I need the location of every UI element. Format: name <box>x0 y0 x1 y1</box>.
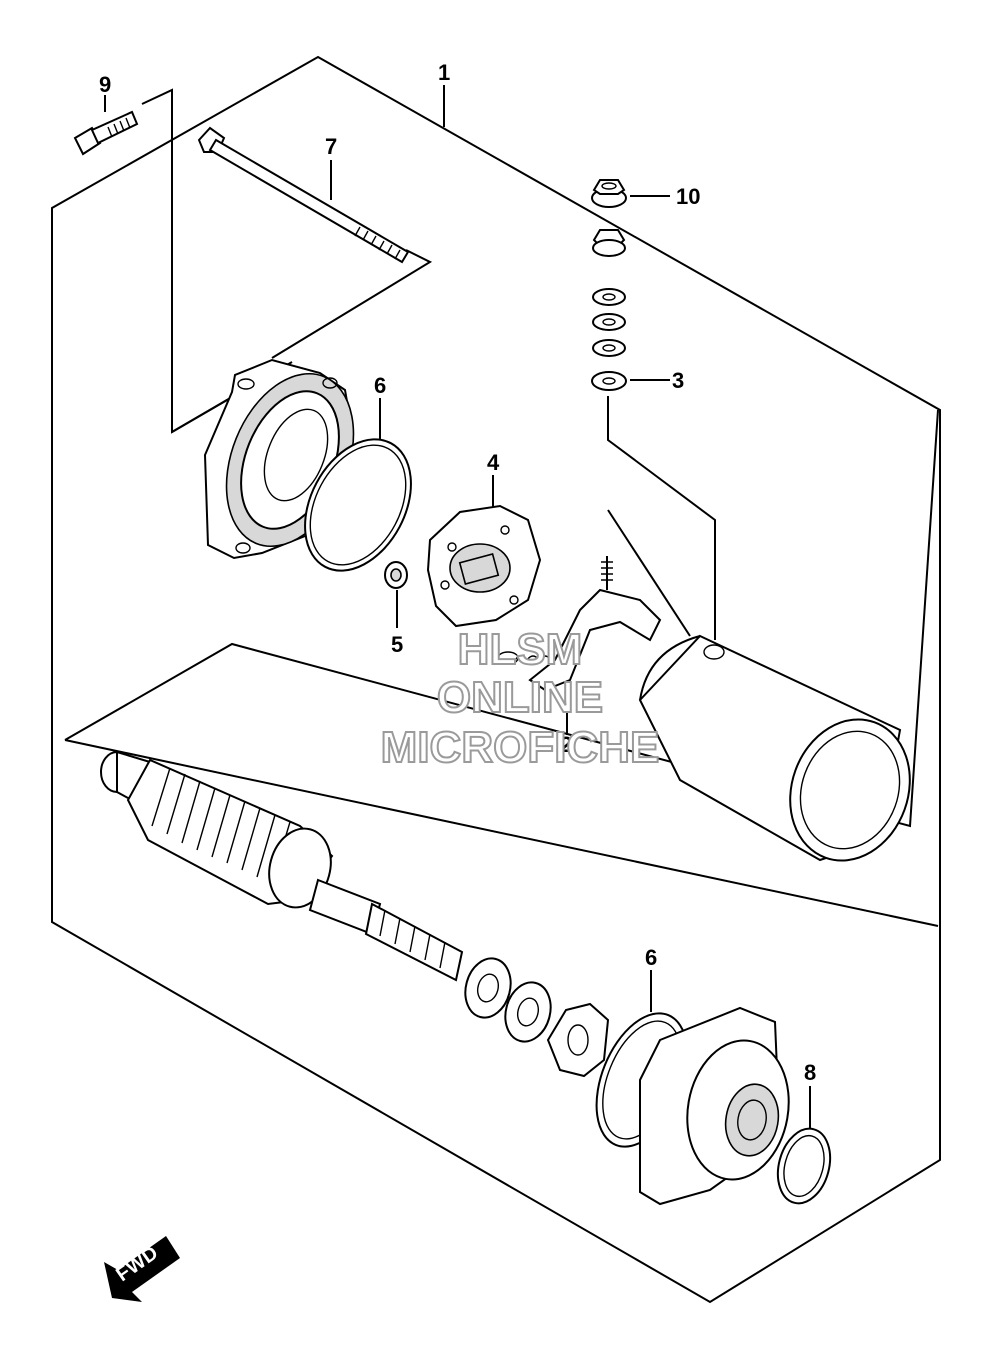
front-washers <box>464 957 552 1043</box>
callout-4: 4 <box>487 450 500 475</box>
callout-6-upper: 6 <box>374 373 386 398</box>
callout-2: 2 <box>560 732 572 757</box>
nut-10 <box>591 179 627 208</box>
motor-yoke <box>638 634 911 862</box>
watermark-line-1: HLSM <box>458 625 583 674</box>
brush-set-2 <box>497 556 662 692</box>
callout-8: 8 <box>804 1060 816 1085</box>
callout-7: 7 <box>325 134 337 159</box>
o-ring-8 <box>776 1127 832 1205</box>
fwd-arrow: FWD <box>104 1236 180 1302</box>
leader-lines <box>104 85 811 1128</box>
bushing-5 <box>384 561 408 589</box>
through-bolt-7 <box>197 126 410 264</box>
callouts: 1 2 3 4 5 6 6 7 8 9 10 <box>99 60 816 1085</box>
callout-10: 10 <box>676 184 700 209</box>
front-housing <box>639 1006 790 1206</box>
assembly-frame <box>51 55 941 1304</box>
washer-stack-3 <box>591 229 627 391</box>
watermark: HLSM ONLINE MICROFICHE <box>380 624 661 773</box>
flange-bolt-9 <box>73 110 139 156</box>
brush-holder-plate-4 <box>426 504 542 628</box>
callout-5: 5 <box>391 632 403 657</box>
callout-3: 3 <box>672 368 684 393</box>
armature <box>100 750 464 982</box>
callout-6-lower: 6 <box>645 945 657 970</box>
o-ring-6-upper <box>304 438 412 572</box>
lock-plate <box>546 1002 610 1078</box>
watermark-line-3: MICROFICHE <box>381 723 660 772</box>
callout-1: 1 <box>438 60 450 85</box>
watermark-line-2: ONLINE <box>437 673 603 722</box>
callout-9: 9 <box>99 72 111 97</box>
